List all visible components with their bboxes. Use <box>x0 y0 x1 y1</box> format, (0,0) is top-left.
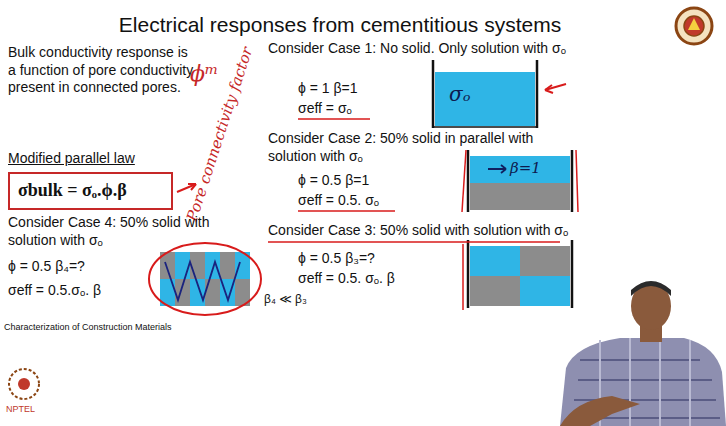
nptel-mark: NPTEL <box>6 404 35 415</box>
formula-text: σbulk = σₒ.ϕ.β <box>18 180 163 201</box>
handwritten-note: Pore connectivity factor <box>183 75 247 223</box>
case-formula: σeff = 0.5. σₒ. β <box>298 270 395 288</box>
annotation-arrow <box>545 84 566 93</box>
case-formula: ϕ = 0.5 β=1 <box>298 172 369 190</box>
case3-illustration <box>463 240 572 310</box>
case-formula: ϕ = 0.5 β₄=? <box>8 258 85 276</box>
case-formula: σeff = σₒ <box>298 100 352 118</box>
section-heading: Modified parallel law <box>8 150 135 168</box>
case-formula: ϕ = 0.5 β₃=? <box>298 250 375 268</box>
handwritten-note: ϕᵐ <box>190 60 219 88</box>
case-heading: Consider Case 3: 50% solid with solution… <box>268 222 688 240</box>
case-formula: σeff = 0.5. σₒ <box>298 192 379 210</box>
beaker-walls <box>462 150 578 212</box>
case-heading: Consider Case 4: 50% solid with solution… <box>8 214 213 249</box>
case-formula: ϕ = 1 β=1 <box>298 80 358 98</box>
formula-box: σbulk = σₒ.ϕ.β <box>8 172 173 210</box>
nptel-logo <box>9 369 39 399</box>
solution-beaker: σₒ <box>435 72 535 126</box>
institute-logo <box>676 8 712 44</box>
case-heading: Consider Case 1: No solid. Only solution… <box>268 40 688 58</box>
handwritten-note: β=1 <box>470 156 570 177</box>
intro-text: Bulk conductivity response is a function… <box>8 44 196 97</box>
course-name: Characterization of Construction Materia… <box>4 322 172 333</box>
beaker-walls <box>433 60 537 128</box>
case4-illustration <box>149 243 261 315</box>
handwritten-note: σₒ <box>435 72 535 106</box>
case-formula: σeff = 0.5.σₒ. β <box>8 282 101 300</box>
comparison-note: β₄ ≪ β₃ <box>264 292 307 307</box>
lecturer <box>560 281 726 426</box>
parallel-beaker: β=1 <box>470 156 570 210</box>
slide-title: Electrical responses from cementitious s… <box>0 12 680 38</box>
